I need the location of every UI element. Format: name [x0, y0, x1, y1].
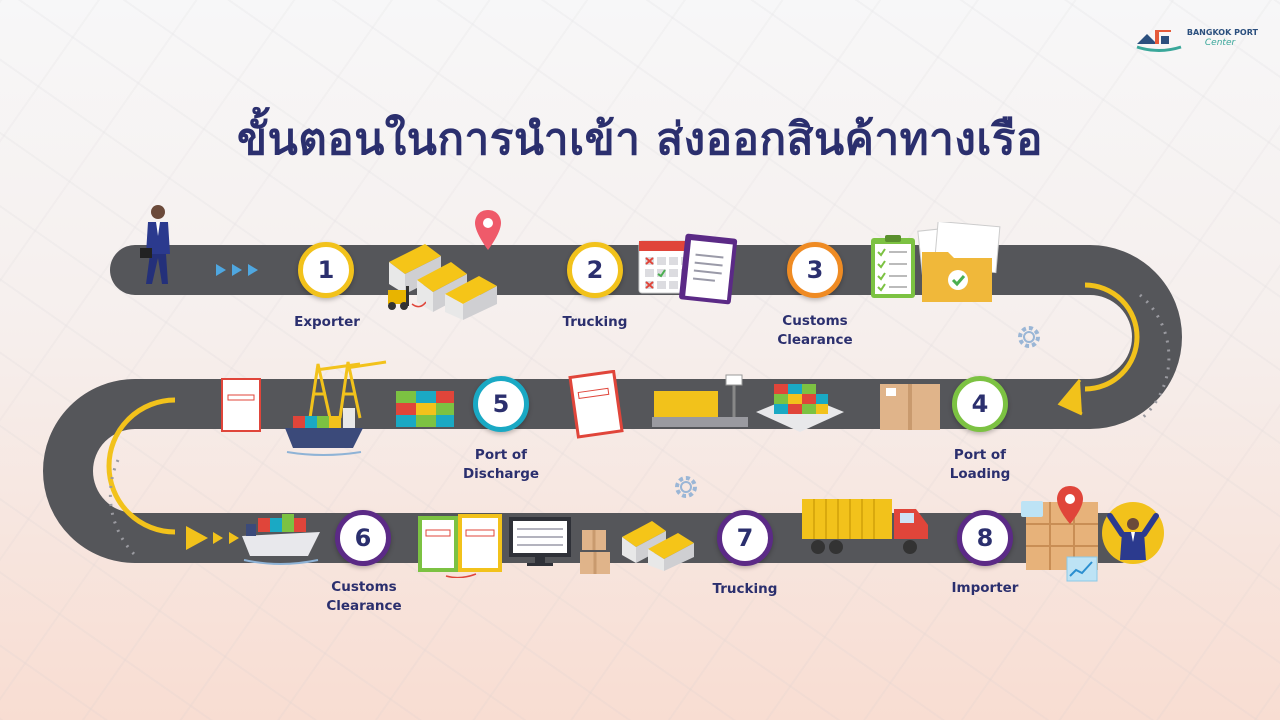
port-crane-icon	[308, 360, 387, 419]
step-6-label: Customs Clearance	[326, 579, 402, 614]
logo: BANGKOK PORT Center	[1135, 22, 1258, 54]
step-3-number: 3	[806, 256, 824, 284]
gear-icon	[1018, 326, 1040, 348]
step-1-number: 1	[317, 256, 335, 284]
cargo-ship-icon	[285, 408, 363, 456]
step-2-number: 2	[586, 256, 604, 284]
step-6-number: 6	[354, 524, 372, 552]
scale-icon	[652, 374, 748, 427]
step-2-marker: 2	[567, 242, 623, 298]
businessman-icon	[140, 205, 170, 284]
checklist-icon	[871, 235, 915, 298]
step-7-marker: 7	[717, 510, 773, 566]
page-title: ขั้นตอนในการนำเข้า ส่งออกสินค้าทางเรือ	[237, 114, 1043, 165]
step-5-label: Port of Discharge	[462, 447, 540, 482]
gear-icon	[675, 476, 697, 498]
cardboard-box-icon	[580, 530, 610, 574]
step-2-label: Trucking	[562, 314, 628, 330]
computer-icon	[509, 517, 571, 566]
warehouse-icon	[622, 521, 694, 571]
step-5-number: 5	[492, 390, 510, 418]
step-4-marker: 4	[952, 376, 1008, 432]
logo-text: BANGKOK PORT	[1186, 28, 1258, 37]
location-pin-icon	[1057, 486, 1083, 524]
container-yard-icon	[756, 384, 844, 432]
step-4-label: Port of Loading	[949, 447, 1011, 482]
port-logo-icon	[1136, 30, 1182, 52]
step-8-marker: 8	[957, 510, 1013, 566]
celebrating-person-icon	[1102, 502, 1164, 564]
step-8-number: 8	[976, 524, 994, 552]
logo-subtext: Center	[1204, 38, 1236, 48]
document-icon	[418, 514, 502, 578]
truck-icon	[802, 499, 928, 554]
step-3-marker: 3	[787, 242, 843, 298]
warehouse-icon	[389, 244, 497, 320]
step-5-marker: 5	[473, 376, 529, 432]
document-icon	[568, 370, 624, 439]
location-pin-icon	[475, 210, 501, 250]
containers-icon	[396, 391, 454, 427]
cargo-ship-icon	[242, 514, 320, 565]
clipboard-icon	[679, 233, 738, 305]
step-6-marker: 6	[335, 510, 391, 566]
step-8-label: Importer	[951, 580, 1019, 596]
step-1-marker: 1	[298, 242, 354, 298]
step-3-label: Customs Clearance	[777, 313, 853, 348]
cardboard-box-icon	[880, 384, 940, 430]
step-7-label: Trucking	[712, 581, 778, 597]
chat-bubble-icon	[1021, 501, 1043, 517]
document-icon	[221, 378, 261, 432]
step-7-number: 7	[736, 524, 754, 552]
chart-card-icon	[1066, 556, 1098, 582]
step-4-number: 4	[971, 390, 989, 418]
folder-icon	[917, 222, 1001, 302]
step-1-label: Exporter	[294, 314, 360, 330]
forklift-icon	[388, 286, 426, 310]
